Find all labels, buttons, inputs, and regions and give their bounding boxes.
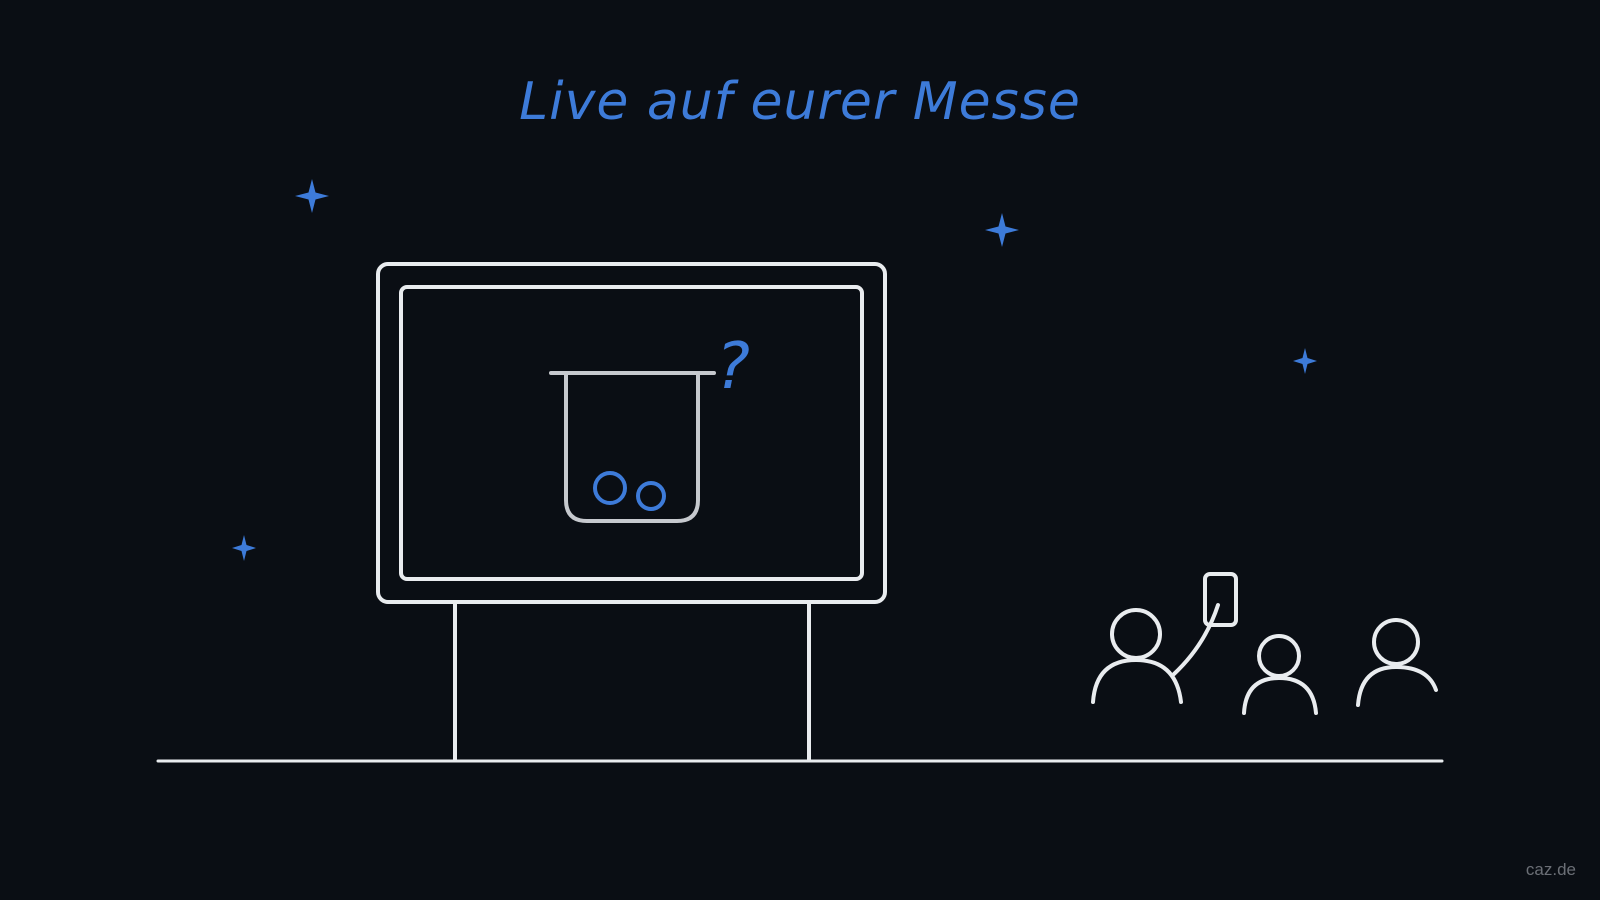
- person-shoulders: [1242, 676, 1318, 715]
- sparkle-icon: [232, 535, 256, 561]
- sparkle-icon: [1293, 348, 1317, 374]
- person-icon: [1242, 634, 1318, 715]
- headline: Live auf eurer Messe: [519, 72, 1081, 132]
- display-frame-outer: [376, 262, 887, 604]
- question-mark: ?: [716, 330, 750, 404]
- sparkle-icon: [985, 213, 1019, 247]
- person-head: [1372, 618, 1420, 666]
- phone-icon: [1203, 572, 1238, 627]
- person-head: [1110, 608, 1162, 660]
- person-icon: [1356, 618, 1438, 707]
- beaker-bubble: [636, 481, 666, 511]
- person-head: [1257, 634, 1301, 678]
- watermark: caz.de: [1525, 860, 1576, 879]
- person-shoulders: [1356, 665, 1438, 707]
- display-stand-icon: [376, 262, 887, 761]
- raised-arm: [1172, 603, 1220, 676]
- display-frame-inner: [399, 285, 864, 581]
- beaker-body: [564, 372, 700, 523]
- beaker-icon: [549, 371, 716, 523]
- audience: [1091, 572, 1438, 715]
- person-icon: [1091, 608, 1183, 704]
- sparkle-icon: [295, 179, 329, 213]
- beaker-bubble: [593, 471, 627, 505]
- person-shoulders: [1091, 658, 1183, 704]
